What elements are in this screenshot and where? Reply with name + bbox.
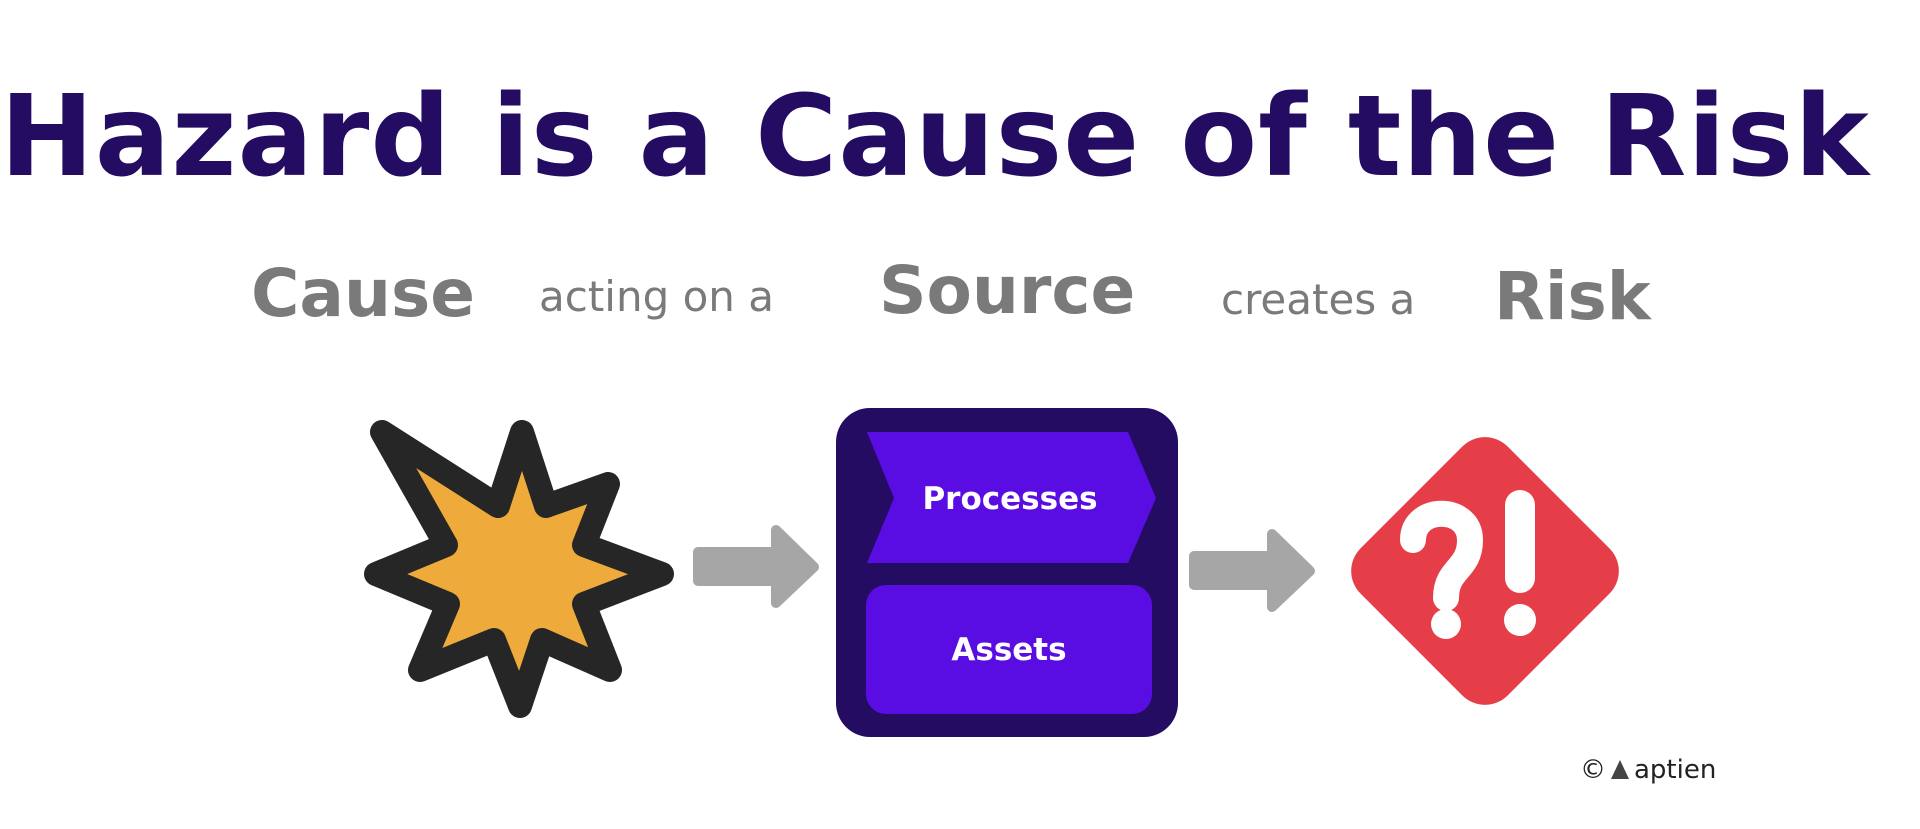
arrow-right-icon: [1189, 529, 1315, 612]
arrow-right-icon: [693, 525, 819, 608]
copyright-icon: ©: [1580, 755, 1606, 785]
page-title: Hazard is a Cause of the Risk: [0, 72, 1870, 202]
connector-creates: creates a: [1221, 275, 1416, 324]
assets-label: Assets: [951, 632, 1066, 668]
connector-acting-on: acting on a: [539, 272, 774, 321]
assets-box: [866, 585, 1152, 714]
logo-mark-icon: [1611, 760, 1629, 779]
source-box: Processes Assets: [836, 408, 1178, 737]
warning-diamond-icon: [1351, 437, 1619, 705]
processes-label: Processes: [922, 481, 1097, 517]
risk-label: Risk: [1494, 258, 1651, 335]
processes-banner: [867, 432, 1156, 563]
explosion-icon: [364, 420, 674, 718]
cause-label: Cause: [251, 255, 476, 332]
aptien-logo: © aptien: [1580, 755, 1716, 785]
source-label: Source: [879, 252, 1136, 329]
brand-name: aptien: [1634, 755, 1717, 785]
